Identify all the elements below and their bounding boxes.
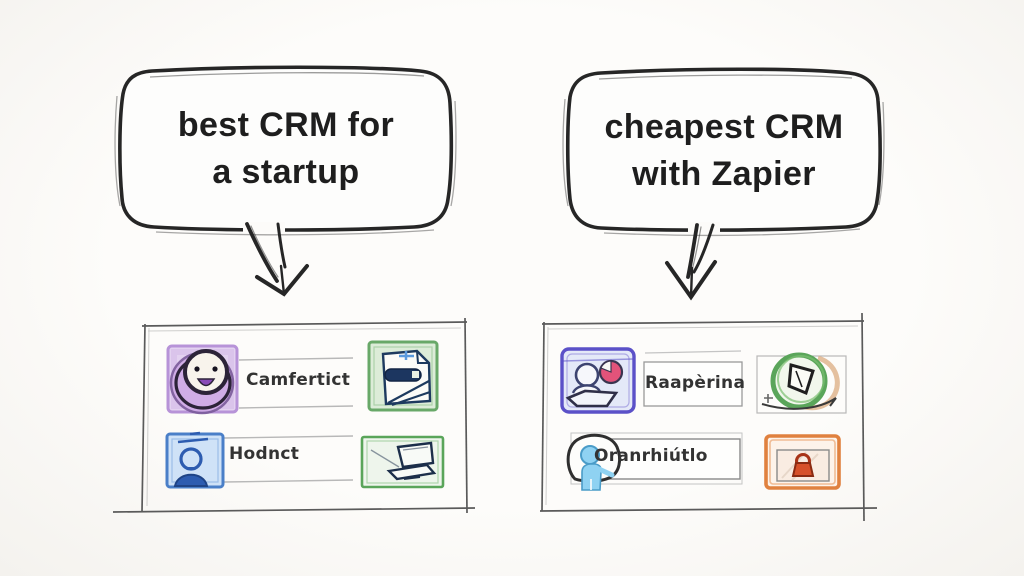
- left-bubble-line2: a startup: [212, 153, 360, 191]
- right-speech-bubble: [562, 67, 885, 236]
- invoice-document-icon: [367, 340, 439, 412]
- contact-person-icon: [165, 431, 225, 489]
- right-query-bubble-text: cheapest CRM with Zapier: [568, 80, 880, 222]
- person-speech-bubble-icon: [566, 433, 622, 491]
- right-result-panel: [539, 312, 878, 522]
- left-result-panel: [112, 317, 476, 514]
- pencil-badge-icon: [756, 352, 847, 414]
- left-query-bubble-text: best CRM for a startup: [122, 78, 450, 220]
- right-bubble-line1: cheapest CRM: [604, 108, 844, 146]
- right-down-arrow-icon: [665, 223, 717, 301]
- left-row2-field: [223, 435, 354, 483]
- right-bubble-line2: with Zapier: [632, 155, 816, 193]
- right-row1-field: [643, 350, 743, 407]
- right-row2-label: Oranrhiútlo: [594, 446, 708, 466]
- left-row1-field: [238, 357, 354, 409]
- laptop-icon: [360, 435, 445, 489]
- left-row1-label: Camfertict: [246, 370, 351, 390]
- right-row1-label: Raapèrina: [645, 373, 746, 393]
- left-down-arrow-icon: [245, 222, 309, 297]
- hooded-avatar-icon: [166, 344, 239, 415]
- left-speech-bubble: [114, 65, 457, 236]
- secure-card-icon: [764, 434, 841, 490]
- left-bubble-line1: best CRM for: [177, 106, 395, 144]
- left-row2-label: Hodnct: [229, 444, 300, 464]
- report-contact-card-icon: [560, 347, 636, 414]
